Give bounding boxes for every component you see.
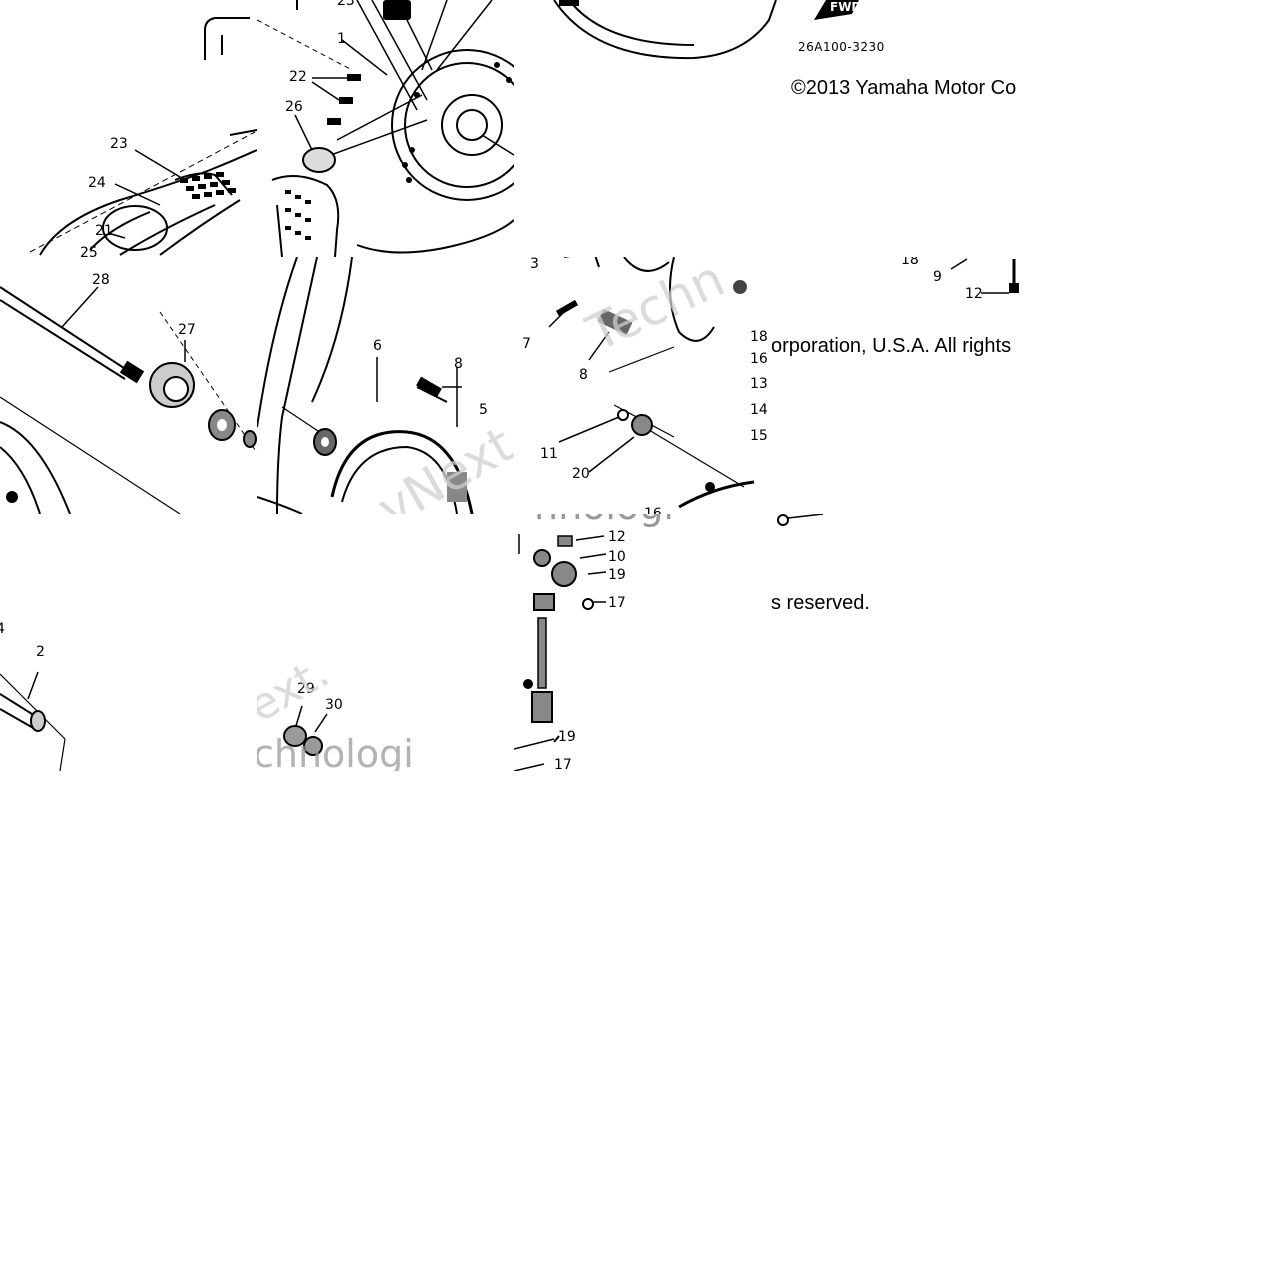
callout-label: 22 bbox=[289, 69, 307, 85]
callout-label: 19 bbox=[608, 567, 626, 583]
seal-drawing bbox=[283, 705, 328, 756]
spacer-drawing bbox=[0, 671, 66, 771]
copyright-line-1: ©2013 Yamaha Motor Co bbox=[791, 77, 1017, 99]
callout-label: 11 bbox=[540, 446, 558, 462]
callout-label: 26 bbox=[285, 99, 303, 115]
callout-label: 12 bbox=[965, 286, 983, 302]
hub-spokes-drawing bbox=[257, 0, 514, 257]
callout-label: 4 bbox=[0, 621, 5, 637]
washer-drawing bbox=[777, 514, 824, 526]
diagram-tile-brake-rod: 12 10 19 17 19 17 hnologi bbox=[514, 514, 771, 771]
callout-label: 30 bbox=[325, 697, 343, 713]
diagram-tile-copyright: FWD 26A100-3230 ©2013 Yamaha Motor Co bbox=[514, 0, 1028, 257]
diagram-tile-brake-shoe: 6 8 5 vNext. Te bbox=[257, 257, 514, 514]
callout-label: 23 bbox=[337, 0, 355, 9]
callout-label: 14 bbox=[750, 402, 768, 418]
diagram-tile-seal: 29 30 ext. chnologi bbox=[257, 514, 514, 771]
copyright-line-3: s reserved. bbox=[771, 592, 870, 614]
callout-label: 8 bbox=[579, 367, 588, 383]
callout-label: 29 bbox=[297, 681, 315, 697]
callout-label: 21 bbox=[95, 223, 113, 239]
fwd-label: FWD bbox=[830, 0, 862, 14]
diagram-tile-cam: 3 7 8 18 16 13 14 15 11 20 16 Techn bbox=[514, 257, 771, 514]
callout-label: 25 bbox=[80, 245, 98, 257]
callout-label: 27 bbox=[178, 322, 196, 338]
diagram-tile-axle: 28 27 bbox=[0, 257, 257, 514]
callout-label: 1 bbox=[337, 31, 346, 47]
brake-shoe-drawing bbox=[257, 257, 474, 514]
callout-label: 16 bbox=[750, 351, 768, 367]
callout-label: 12 bbox=[608, 529, 626, 545]
callout-label: 13 bbox=[750, 376, 768, 392]
diagram-tile-tire-left: 23 24 21 25 bbox=[0, 0, 257, 257]
callout-label: 16 bbox=[644, 506, 662, 514]
callout-label: 5 bbox=[479, 402, 488, 418]
callout-label: 23 bbox=[110, 136, 128, 152]
callout-label: 24 bbox=[88, 175, 106, 191]
callout-label: 9 bbox=[933, 269, 942, 285]
callout-label: 3 bbox=[530, 257, 539, 272]
axle-drawing bbox=[0, 286, 257, 514]
diagram-tile-hub: 23 1 22 26 bbox=[257, 0, 514, 257]
diagram-tile-spacer: 4 2 bbox=[0, 514, 257, 771]
brake-cam-drawing bbox=[548, 257, 755, 509]
watermark: chnologi bbox=[257, 732, 414, 771]
bolt-drawing bbox=[950, 258, 1019, 294]
diagram-tile-reserved: s reserved. bbox=[771, 514, 1028, 771]
callout-label: 19 bbox=[558, 729, 576, 745]
catalog-code: 26A100-3230 bbox=[798, 40, 885, 54]
callout-label: 28 bbox=[92, 272, 110, 288]
diagram-tile-bolts: 18 9 12 orporation, U.S.A. All rights bbox=[771, 257, 1028, 514]
callout-label: 18 bbox=[901, 257, 919, 268]
callout-label: 17 bbox=[608, 595, 626, 611]
copyright-line-2: orporation, U.S.A. All rights bbox=[771, 335, 1012, 357]
callout-label: 8 bbox=[454, 356, 463, 372]
callout-label: 6 bbox=[373, 338, 382, 354]
callout-label: 17 bbox=[554, 757, 572, 771]
callout-label: 20 bbox=[572, 466, 590, 482]
callout-label: 18 bbox=[750, 329, 768, 345]
callout-label: 2 bbox=[36, 644, 45, 660]
callout-label: 10 bbox=[608, 549, 626, 565]
callout-label: 15 bbox=[750, 428, 768, 444]
tire-tread-drawing bbox=[29, 17, 257, 256]
watermark: hnologi bbox=[534, 514, 674, 528]
callout-label: 7 bbox=[522, 336, 531, 352]
brake-rod-drawing bbox=[514, 534, 607, 771]
tire-edge-drawing bbox=[553, 0, 859, 60]
